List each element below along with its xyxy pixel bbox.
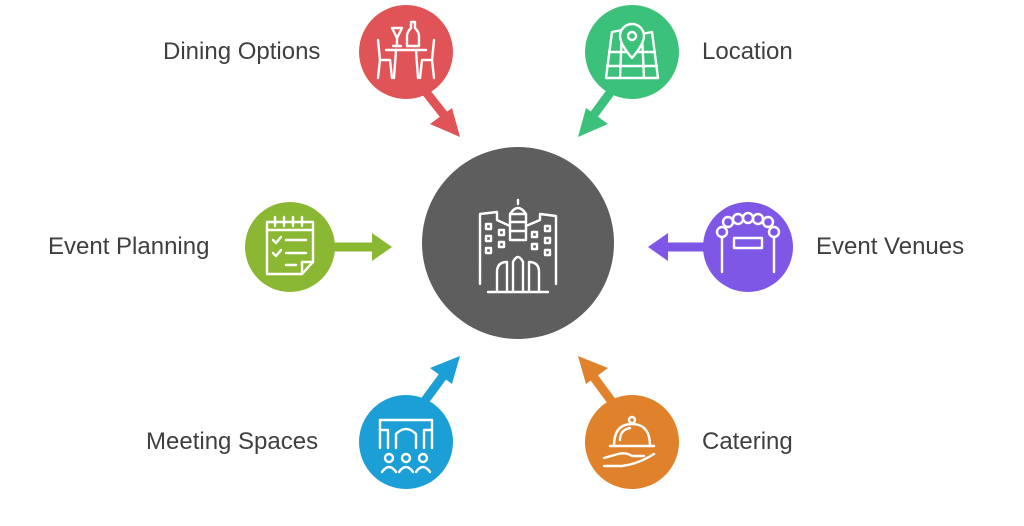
dining-node	[359, 5, 453, 99]
catering-node	[585, 395, 679, 489]
label-event-planning: Event Planning	[48, 233, 210, 260]
center-hub	[422, 147, 614, 339]
checklist-icon	[265, 215, 315, 276]
meeting-spaces-node	[359, 395, 453, 489]
arrow-event-planning	[330, 233, 392, 261]
arrow-event-venues	[648, 233, 712, 261]
venue-arch-icon	[715, 211, 781, 274]
map-pin-icon	[604, 22, 660, 80]
label-location: Location	[702, 38, 793, 65]
meeting-room-icon	[378, 418, 434, 474]
cloche-icon	[602, 415, 656, 468]
dining-table-icon	[376, 20, 436, 80]
hotel-building-icon	[478, 198, 558, 294]
label-dining-options: Dining Options	[163, 38, 321, 65]
event-planning-node	[245, 202, 335, 292]
label-meeting-spaces: Meeting Spaces	[146, 428, 319, 455]
label-catering: Catering	[702, 428, 793, 455]
label-event-venues: Event Venues	[816, 233, 965, 260]
